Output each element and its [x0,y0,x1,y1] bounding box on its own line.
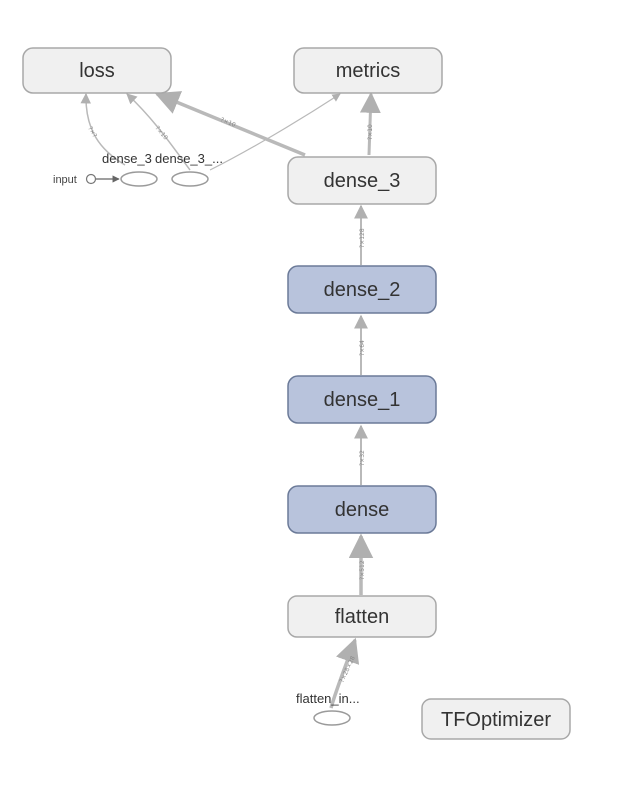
node-dense-1-label: dense_1 [324,389,401,411]
node-flatten-input-label: flatten_in... [296,691,360,706]
edge-label-dense-flatten: ?×512 [359,560,366,580]
node-dense[interactable]: dense [287,485,437,534]
node-input[interactable]: input [53,173,97,186]
edge-label-dense3-loss: ?×10 [219,116,236,128]
node-dense-label: dense [335,499,390,521]
node-input-label: input [53,174,77,186]
edge-label-aux-loss-1: ?×? [86,126,98,139]
node-loss[interactable]: loss [22,47,172,94]
edge-label-flatten-input: ?×28×28 [338,655,356,684]
node-dense-3[interactable]: dense_3 [287,156,437,205]
node-input-circle [85,173,97,185]
node-dense-2[interactable]: dense_2 [287,265,437,314]
node-flatten-label: flatten [335,606,389,628]
edge-label-dense3-dense2: ?×128 [359,228,366,248]
node-dense-3-aux-b[interactable]: dense_3_... [155,151,223,187]
edge-label-dense3-metrics: ?×10 [367,124,374,140]
node-dense-3-aux-a[interactable]: dense_3 [102,151,158,187]
node-tfoptimizer[interactable]: TFOptimizer [421,698,571,740]
node-loss-label: loss [79,60,115,82]
edge-aux-metrics [209,93,341,171]
node-flatten-input-ellipse [313,710,351,726]
node-dense-3-aux-b-ellipse [171,171,209,187]
node-dense-3-aux-a-ellipse [120,171,158,187]
node-dense-3-label: dense_3 [324,170,401,192]
node-tfoptimizer-label: TFOptimizer [441,709,551,731]
node-metrics[interactable]: metrics [293,47,443,94]
node-dense-3-aux-b-label: dense_3_... [155,151,223,166]
edge-flatten-input [329,637,360,709]
node-dense-3-aux-a-label: dense_3 [102,151,152,166]
edge-aux-loss-a [80,92,126,166]
node-metrics-label: metrics [336,60,400,82]
edge-label-dense2-dense1: ?×64 [359,340,366,356]
edge-aux-loss-b [126,93,191,171]
node-flatten-input[interactable]: flatten_in... [296,691,360,726]
node-flatten[interactable]: flatten [287,595,437,638]
node-dense-1[interactable]: dense_1 [287,375,437,424]
edge-dense3-metrics [359,91,381,156]
node-dense-2-label: dense_2 [324,279,401,301]
edge-label-dense1-dense: ?×32 [359,450,366,466]
edge-dense3-loss [154,91,306,157]
